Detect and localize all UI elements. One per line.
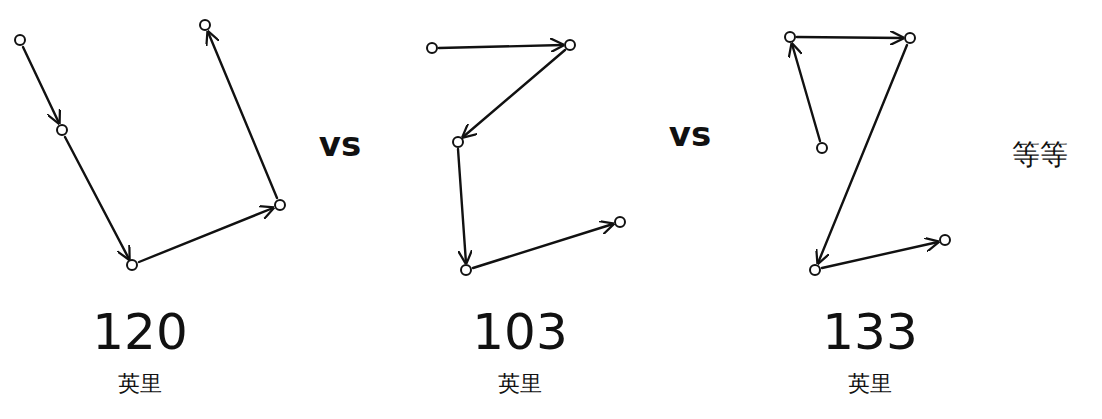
unit-label: 英里 [118, 372, 162, 396]
distance-number: 133 [822, 305, 917, 360]
versus-label: vs [319, 126, 361, 163]
distance-number: 120 [92, 305, 187, 360]
unit-label: 英里 [498, 372, 542, 396]
route-arrows [23, 32, 938, 268]
distance-number: 103 [472, 305, 567, 360]
route-stops [15, 20, 950, 275]
etc-label: 等等 [1012, 140, 1068, 171]
unit-label: 英里 [848, 372, 892, 396]
versus-label: vs [669, 116, 711, 153]
